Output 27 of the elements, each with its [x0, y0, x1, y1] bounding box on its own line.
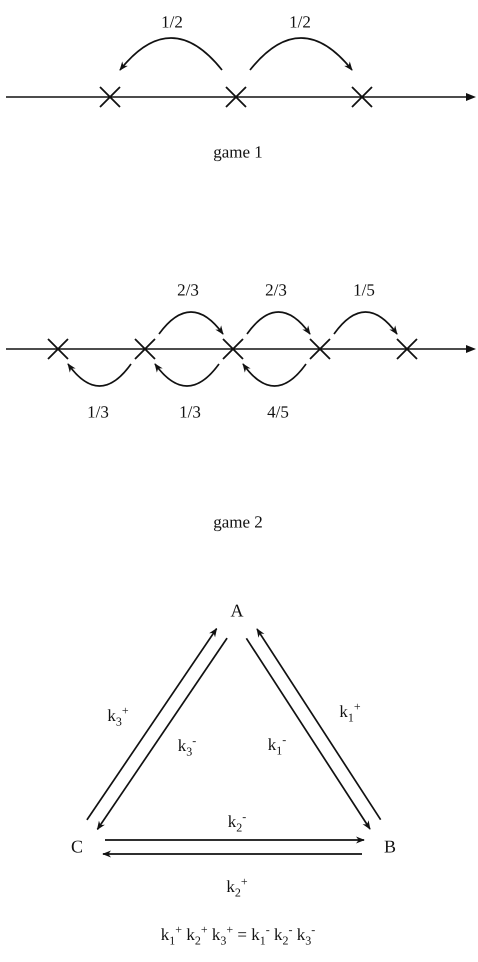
cross-mark	[221, 337, 245, 361]
cross-mark	[395, 337, 419, 361]
cross-mark	[133, 337, 157, 361]
arrow	[242, 363, 307, 387]
arrow	[158, 311, 224, 335]
arrow	[119, 37, 223, 71]
arrow	[102, 850, 362, 858]
arrow	[154, 363, 220, 387]
state-label: C	[69, 834, 85, 860]
arrow	[246, 638, 371, 830]
arrow	[333, 311, 398, 335]
arrow	[249, 37, 353, 71]
cross-mark	[98, 85, 122, 109]
arrow	[96, 638, 228, 830]
caption: game 2	[213, 514, 263, 530]
caption: game 1	[213, 144, 263, 160]
state-label: A	[228, 598, 246, 624]
arrow	[246, 311, 311, 335]
arrow	[256, 628, 382, 820]
arrow	[105, 836, 365, 844]
cross-mark	[224, 85, 248, 109]
cross-mark	[308, 337, 332, 361]
cross-mark	[46, 337, 70, 361]
cross-mark	[350, 85, 374, 109]
arrow	[67, 363, 132, 387]
arrow	[86, 628, 218, 820]
state-label: B	[382, 834, 398, 860]
